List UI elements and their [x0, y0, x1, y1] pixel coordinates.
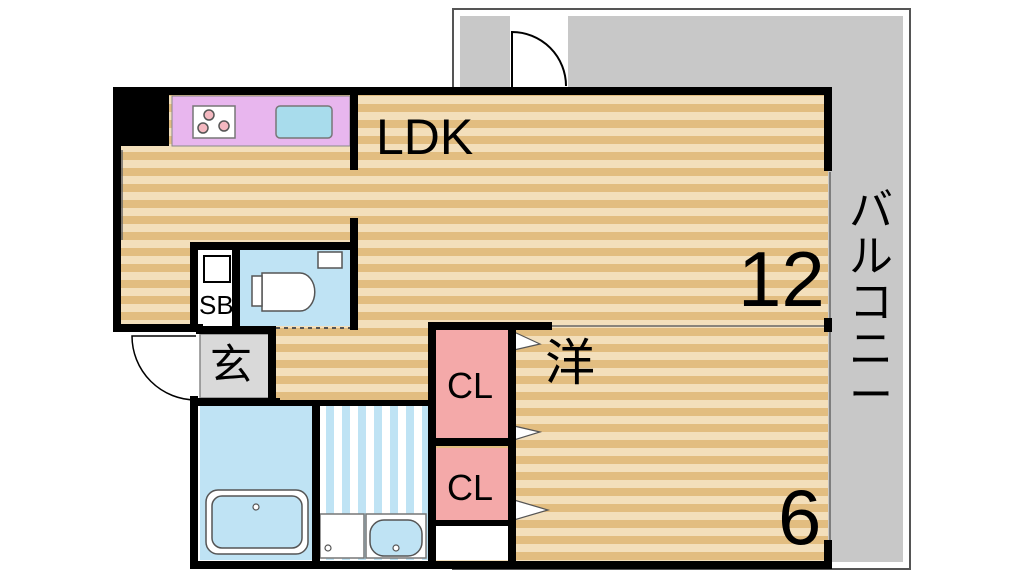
bathtub-icon — [205, 489, 309, 555]
youshitsu-label: 洋 — [545, 335, 595, 391]
youshitsu-size: 6 — [778, 473, 822, 561]
closet-2 — [436, 448, 551, 560]
kitchen-sink-icon — [275, 105, 333, 139]
closet-1 — [436, 330, 543, 441]
shoe-box-label: SB — [199, 290, 234, 320]
shoe-box — [196, 248, 238, 326]
closet-2-label: CL — [447, 467, 494, 508]
stove-icon — [192, 105, 236, 139]
closet-1-label: CL — [447, 365, 494, 406]
ldk-size: 12 — [738, 235, 825, 323]
balcony-label: バルコニー — [849, 186, 893, 420]
toilet-icon — [251, 251, 343, 312]
bathroom — [200, 406, 316, 560]
door-swing-icon — [131, 335, 197, 401]
walls — [113, 87, 832, 569]
thin-partitions — [121, 150, 831, 540]
genkan-label: 玄 — [210, 341, 253, 388]
kitchen — [113, 88, 351, 147]
door-swing-icon — [511, 30, 567, 92]
washbasin-icon — [365, 513, 427, 559]
washroom — [318, 406, 428, 560]
genkan — [131, 333, 271, 401]
toilet-room — [238, 248, 354, 329]
hallway-floor — [276, 328, 432, 404]
ldk-label: LDK — [376, 109, 474, 165]
